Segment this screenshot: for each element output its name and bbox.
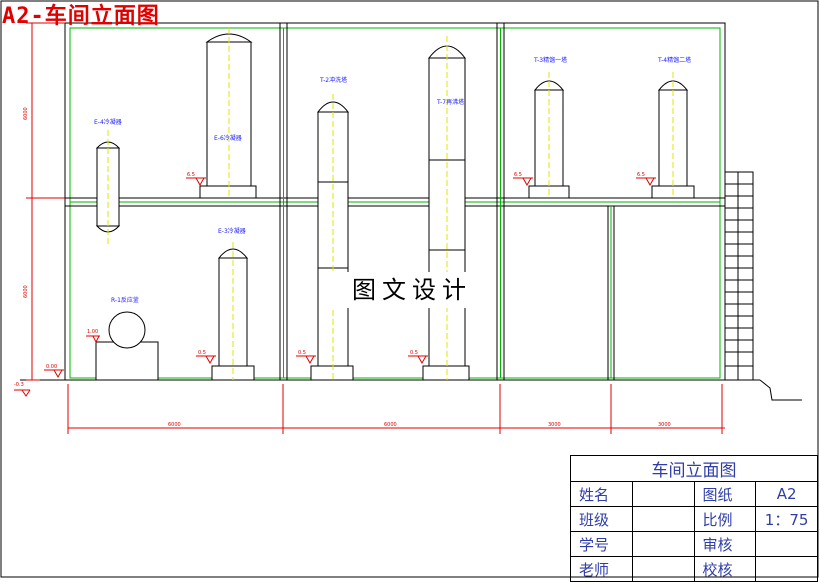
name-label: 姓名 bbox=[570, 481, 633, 507]
elevation-label: 6.5 bbox=[514, 172, 522, 178]
title-block: 车间立面图 姓名 图纸 A2 班级 比例 1：75 学号 审核 老师 校核 bbox=[570, 455, 818, 582]
elevation-label: 0.00 bbox=[46, 364, 57, 370]
equipment-labels: E-4冷凝器 E-6冷凝器 T-2冲洗塔 T-7再沸塔 T-3精馏一塔 T-4精… bbox=[94, 56, 691, 304]
dim-vertical-upper: 6000 bbox=[23, 107, 29, 120]
t7-reboiler-tower bbox=[422, 36, 470, 381]
e3-condenser bbox=[211, 242, 255, 381]
r1-label: R-1反应釜 bbox=[111, 296, 139, 304]
review-value bbox=[755, 531, 818, 557]
elevation-label: 1.00 bbox=[87, 329, 98, 335]
watermark: 图文设计 bbox=[331, 272, 493, 308]
check-value bbox=[755, 556, 818, 582]
e6-label: E-6冷凝器 bbox=[214, 134, 242, 142]
t3-rectifier-1 bbox=[528, 72, 570, 199]
elevation-labels: 6.5 6.5 6.5 1.00 0.5 0.5 0.5 0.00 -0.3 bbox=[14, 172, 645, 388]
dim-bay-2: 6000 bbox=[384, 422, 397, 428]
elevation-label: 0.5 bbox=[298, 350, 306, 356]
e4-label: E-4冷凝器 bbox=[94, 118, 122, 126]
dim-bay-1: 6000 bbox=[168, 422, 181, 428]
e3-label: E-3冷凝器 bbox=[218, 227, 246, 235]
building-walls bbox=[20, 22, 802, 401]
dim-bay-4: 3000 bbox=[658, 422, 671, 428]
elevation-label: 6.5 bbox=[637, 172, 645, 178]
t7-label: T-7再沸塔 bbox=[436, 98, 464, 106]
t4-rectifier-2 bbox=[651, 72, 695, 199]
elevation-label: 0.5 bbox=[410, 350, 418, 356]
review-label: 审核 bbox=[693, 531, 757, 557]
dimension-lines bbox=[26, 22, 725, 434]
r1-reactor bbox=[95, 311, 159, 381]
dimension-labels: 6000 6000 6000 6000 3000 3000 bbox=[23, 107, 671, 428]
student-id-label: 学号 bbox=[570, 531, 633, 557]
class-label: 班级 bbox=[570, 506, 633, 532]
t4-label: T-4精馏二塔 bbox=[657, 56, 691, 64]
stairs bbox=[724, 171, 754, 381]
t3-label: T-3精馏一塔 bbox=[533, 56, 567, 64]
name-value bbox=[631, 481, 695, 507]
scale-value: 1：75 bbox=[755, 506, 818, 532]
elevation-markers bbox=[14, 177, 656, 397]
t2-wash-tower bbox=[310, 94, 354, 381]
check-label: 校核 bbox=[693, 556, 757, 582]
sheet-title: A2-车间立面图 bbox=[2, 4, 160, 29]
elevation-label: -0.3 bbox=[14, 382, 24, 388]
drawing-label: 图纸 bbox=[693, 481, 757, 507]
student-id-value bbox=[631, 531, 695, 557]
title-block-title: 车间立面图 bbox=[570, 455, 818, 482]
teacher-label: 老师 bbox=[570, 556, 633, 582]
e6-condenser bbox=[199, 28, 257, 199]
t2-label: T-2冲洗塔 bbox=[319, 76, 347, 84]
elevation-label: 6.5 bbox=[187, 172, 195, 178]
class-value bbox=[631, 506, 695, 532]
e4-condenser bbox=[95, 130, 121, 244]
scale-label: 比例 bbox=[693, 506, 757, 532]
elevation-label: 0.5 bbox=[198, 350, 206, 356]
dim-vertical-lower: 6000 bbox=[23, 285, 29, 298]
drawing-value: A2 bbox=[755, 481, 818, 507]
dim-bay-3: 3000 bbox=[548, 422, 561, 428]
teacher-value bbox=[631, 556, 695, 582]
